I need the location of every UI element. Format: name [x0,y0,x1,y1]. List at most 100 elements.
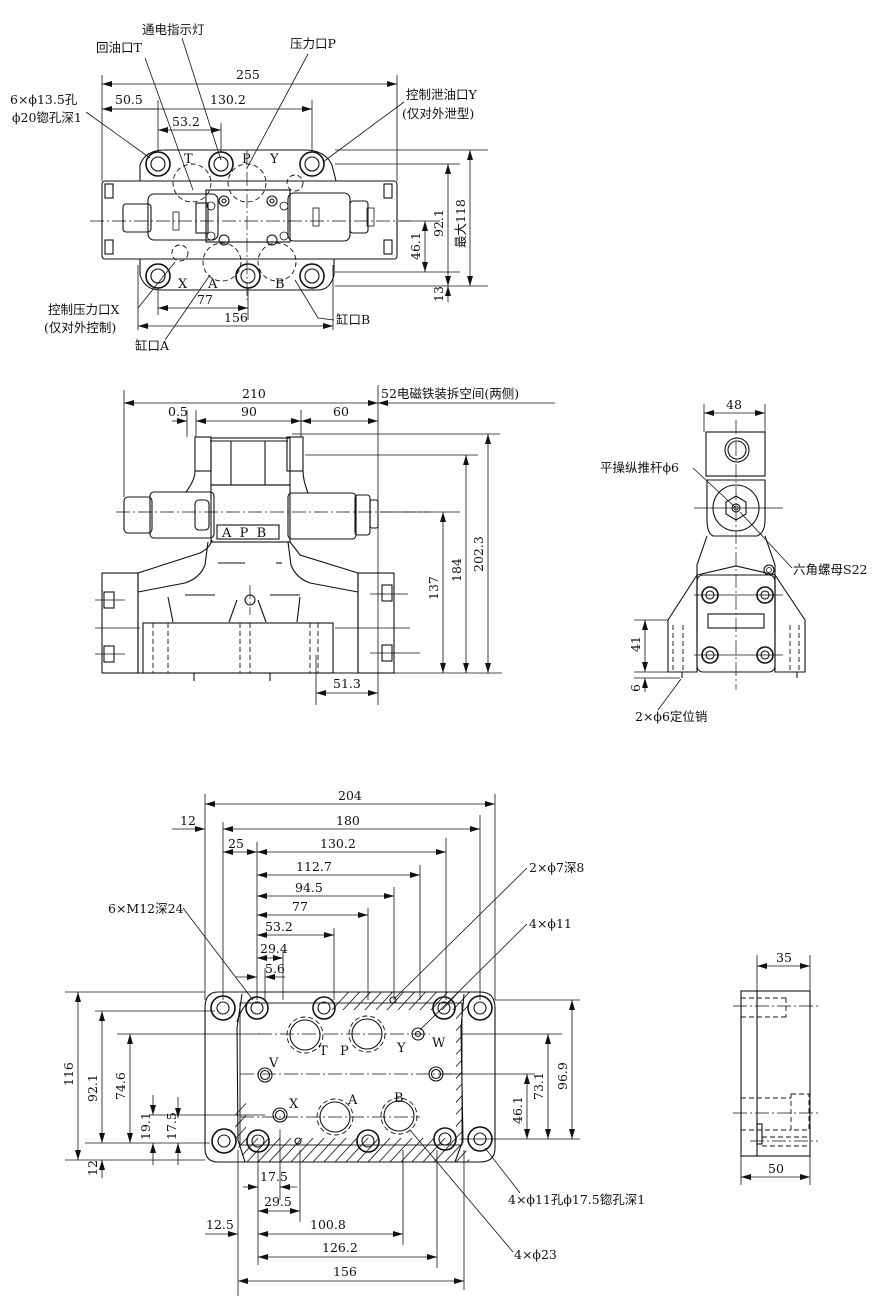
callout-holes-13-5: 6×ϕ13.5孔 [10,92,78,107]
dim-74-6: 74.6 [113,1072,128,1100]
pilot-pin [279,231,289,241]
body-tab [383,183,393,199]
dim-90: 90 [241,404,257,419]
dim-0-5: 0.5 [168,404,188,419]
hatch-line [488,985,663,1175]
port-label-y: Y [396,1041,406,1056]
callout-return-port-t: 回油口T [96,40,143,55]
dim-48: 48 [726,397,742,412]
subplate-side-outline [740,990,811,1157]
dim-137: 137 [426,576,441,600]
pilot-bolt [218,234,230,246]
port-label-x: X [289,1097,299,1112]
connector-side [705,431,766,477]
callout-counterbore-20: ϕ20锪孔深1 [12,110,82,125]
connector-right-ear [286,436,304,472]
dim-12-vertical: 12 [85,1160,100,1176]
port-label-y: Y [269,152,279,167]
port-label-p: P [242,152,251,167]
hatch-line [388,992,470,1162]
port-label-v: V [268,1056,279,1071]
body-top-taper [137,539,359,574]
left-solenoid [147,193,219,241]
dim-77: 77 [292,899,308,914]
dim-53-2: 53.2 [265,919,293,934]
port-label-t: T [184,152,193,167]
port-label-t: T [319,1044,328,1059]
callout-hex-nut: 六角螺母S22 [793,562,867,577]
dim-12-5: 12.5 [206,1217,234,1232]
dim-204: 204 [338,788,362,803]
callout-pin-holes: 2×ϕ7深8 [529,860,584,875]
port-b-hidden [257,242,297,282]
dim-46-1: 46.1 [510,1096,525,1124]
body-tab [104,183,114,199]
connector-gland [724,437,750,463]
dim-130-2: 130.2 [210,92,246,107]
pin-hole [294,1137,302,1145]
dim-50: 50 [768,1161,784,1176]
connector-left-ear [194,436,212,472]
dim-180: 180 [336,813,360,828]
dim-29-4: 29.4 [260,941,288,956]
callout-counterbore-holes: 4×ϕ11孔ϕ17.5锪孔深1 [508,1192,645,1207]
dim-35: 35 [776,950,792,965]
body-tab [383,239,393,255]
flange-slot [381,584,393,602]
dim-60: 60 [333,404,349,419]
dim-116: 116 [61,1062,76,1086]
hatch-line [421,992,470,1162]
right-solenoid-nut [354,494,371,536]
port-label-x: X [178,277,188,292]
pilot-bolt [218,195,230,207]
dim-126-2: 126.2 [322,1240,358,1255]
m12-holes [245,996,457,1153]
left-wing [667,573,698,673]
dim-41: 41 [628,636,643,652]
callout-ports-23: 4×ϕ23 [514,1247,557,1262]
dim-17-5: 17.5 [260,1169,288,1184]
subplate-side-view: 35 50 [733,950,820,1185]
hidden-port [790,1093,810,1131]
callout-holes-11: 4×ϕ11 [529,916,572,931]
hatch-line [499,985,674,1175]
left-solenoid-coil [149,491,215,539]
callout-solenoid-removal-space: 52电磁铁装拆空间(两侧) [381,386,519,401]
port-t-hidden [172,163,212,203]
left-solenoid-nut [194,499,210,531]
right-solenoid-knob [369,499,379,529]
upper-body-outline [139,149,337,182]
body-tab [104,239,114,255]
dim-5-6: 5.6 [265,961,285,976]
port-label-b: B [394,1091,404,1106]
body-right-edge [764,535,776,633]
pilot-block-left-tab [195,202,209,234]
dim-96-9: 96.9 [555,1062,570,1090]
right-solenoid-nut [349,200,369,234]
port-label-w: W [432,1036,446,1051]
callout-drain-port-y: 控制泄油口Y [406,87,478,102]
pilot-bolt-center [269,198,275,204]
left-flange [101,572,139,674]
dim-92-1: 92.1 [85,1074,100,1102]
dim-94-5: 94.5 [295,880,323,895]
pilot-bolt [266,234,278,246]
port-y-hidden [286,174,304,192]
dim-255: 255 [236,67,260,82]
dim-77: 77 [197,292,213,307]
dim-6: 6 [628,684,643,692]
connector-housing [210,437,291,486]
dim-29-5: 29.5 [264,1194,292,1209]
indicator-slot-right [312,207,320,227]
hatch-border-left [236,993,246,1163]
dim-130-2: 130.2 [320,836,356,851]
dim-73-1: 73.1 [531,1072,546,1100]
port-x-hole [272,1107,288,1123]
body-left-edge [696,535,708,633]
callout-port-b: 缸口B [336,312,370,327]
callout-indicator-light: 通电指示灯 [142,22,205,37]
callout-push-rod: 平操纵推杆ϕ6 [600,460,679,475]
dim-156: 156 [224,310,248,325]
port-label-a: A [347,1093,358,1108]
